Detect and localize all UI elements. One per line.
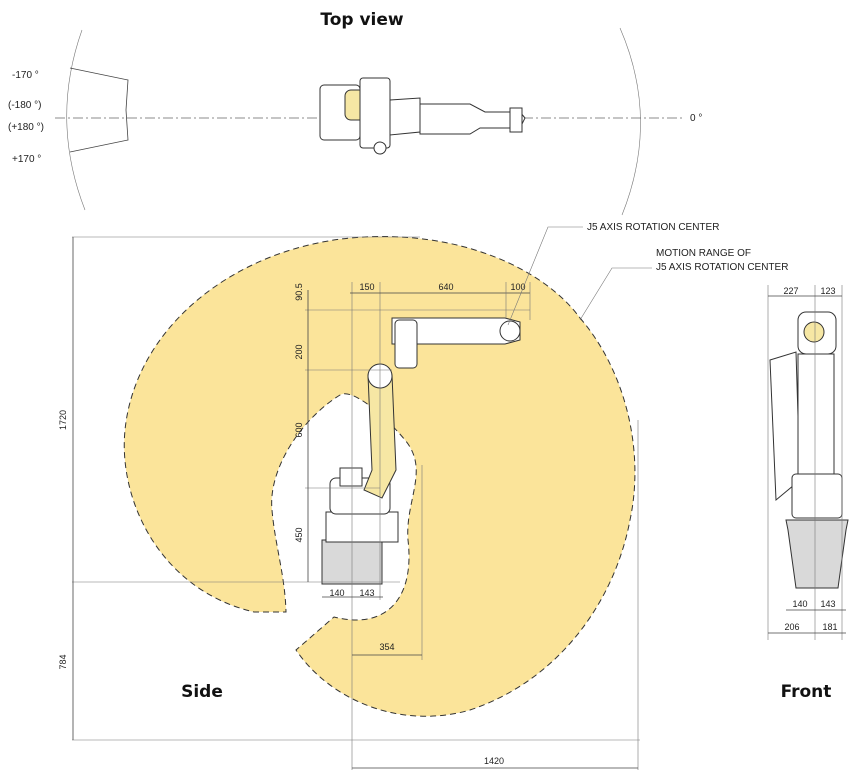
top-view-title: Top view [320,10,404,30]
dim-1420: 1420 [484,756,504,766]
motion-range-leader [579,267,652,321]
front-view: 227 123 140 143 206 181 Front [767,285,849,702]
side-view-title: Side [181,682,223,702]
front-dim-206: 206 [784,622,799,632]
dim-side-143: 143 [359,588,374,598]
dim-side-140: 140 [329,588,344,598]
side-view: 1720 784 90.5 200 600 450 150 640 100 14… [58,222,788,770]
dim-90-5: 90.5 [294,283,304,301]
dim-100: 100 [510,282,525,292]
dim-354: 354 [379,642,394,652]
dim-600: 600 [294,422,304,437]
work-envelope-area [123,236,636,717]
angle-minus-170: -170 ° [12,70,39,81]
dim-1720: 1720 [58,410,68,430]
front-dim-140: 140 [792,599,807,609]
front-view-title: Front [781,682,832,702]
motion-range-label-1: MOTION RANGE OF [656,248,751,259]
front-dim-143: 143 [820,599,835,609]
j5-center-label: J5 AXIS ROTATION CENTER [587,222,719,233]
robot-top-silhouette [319,77,526,155]
angle-zero: 0 ° [690,113,702,124]
dim-784: 784 [58,654,68,669]
robot-front-silhouette [769,311,849,589]
top-left-arc [66,29,86,211]
dim-150: 150 [359,282,374,292]
dim-200: 200 [294,344,304,359]
top-right-arc [619,27,641,216]
angle-minus-180: (-180 °) [8,100,41,111]
j5-center-leader [507,226,583,326]
front-dim-181: 181 [822,622,837,632]
angle-plus-180: (+180 °) [8,122,44,133]
motion-range-label-2: J5 AXIS ROTATION CENTER [656,262,788,273]
top-view: Top view -170 ° (-180 °) (+180 °) +170 °… [8,10,702,216]
dim-450: 450 [294,527,304,542]
top-left-wedge [69,67,129,153]
angle-plus-170: +170 ° [12,154,41,165]
front-dim-123: 123 [820,286,835,296]
dim-640: 640 [438,282,453,292]
front-dim-227: 227 [783,286,798,296]
